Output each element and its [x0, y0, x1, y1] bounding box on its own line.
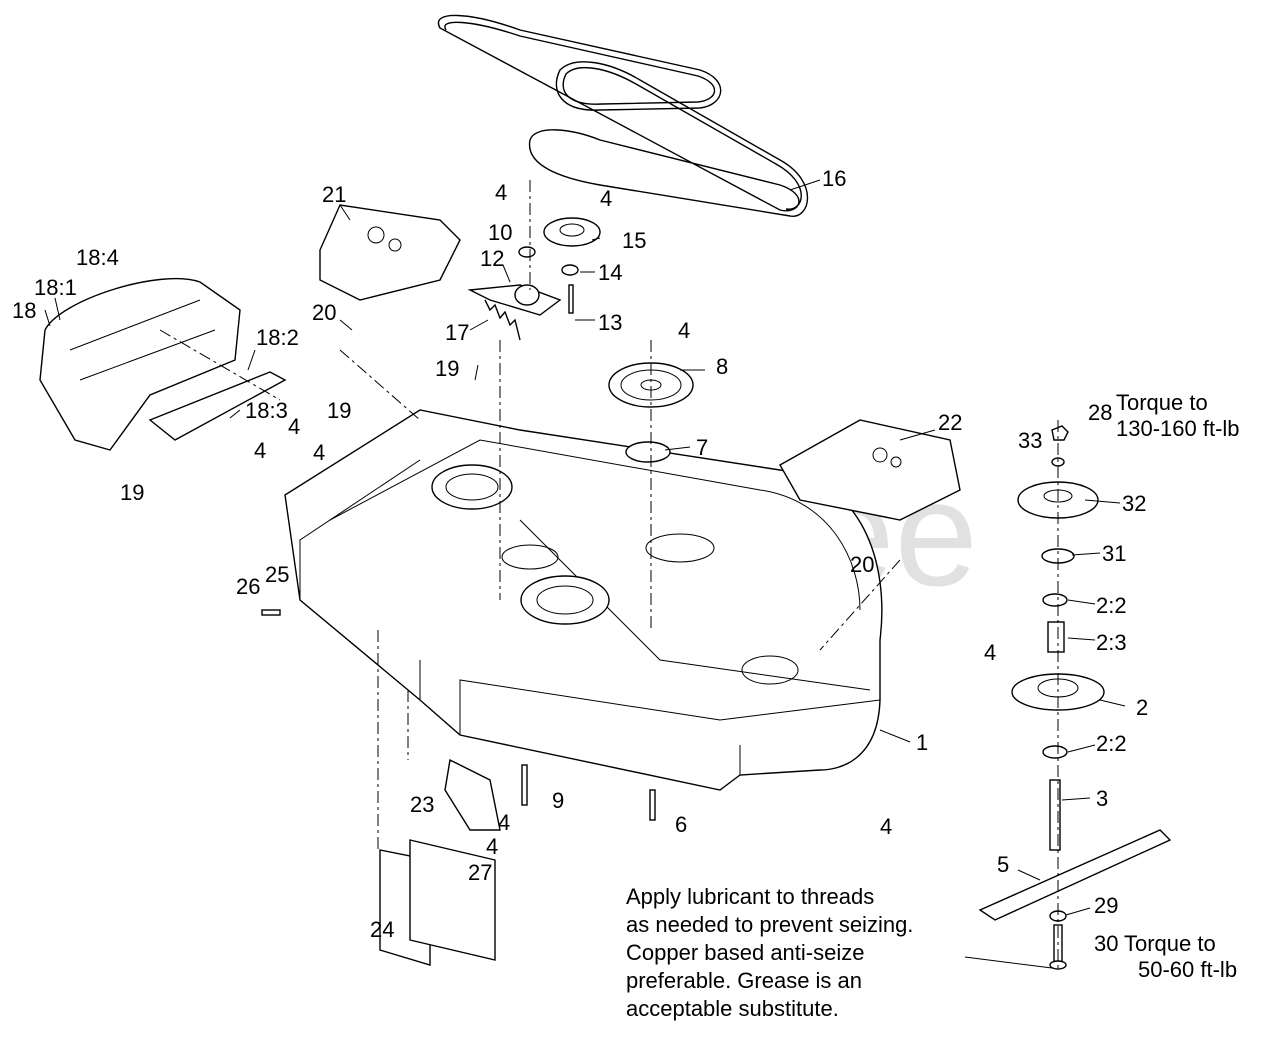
callout-19: 19 [435, 356, 459, 381]
callout-4: 4 [984, 640, 996, 665]
baffle-23 [444, 758, 501, 831]
hardware-bolts [261, 284, 656, 821]
spindle-shaft [1049, 779, 1061, 851]
callout-4: 4 [313, 440, 325, 465]
callout-4: 4 [678, 318, 690, 343]
torque-upper-line2: 130-160 ft-lb [1116, 416, 1240, 441]
lubricant-note: Apply lubricant to threads as needed to … [626, 884, 913, 1021]
assembly-lines [159, 180, 1059, 970]
note-line-2: as needed to prevent seizing. [626, 912, 913, 937]
callout-8: 8 [716, 354, 728, 379]
callout-2-3: 2:3 [1096, 630, 1127, 655]
note-line-3: Copper based anti-seize [626, 940, 864, 965]
callout-24: 24 [370, 917, 394, 942]
note-line-4: preferable. Grease is an [626, 968, 862, 993]
callout-17: 17 [445, 320, 469, 345]
washer-10 [518, 246, 536, 258]
callout-14: 14 [598, 260, 622, 285]
idler-pulley [543, 217, 601, 247]
callout-21: 21 [322, 182, 346, 207]
idler-spring [484, 299, 521, 341]
leader-lines [44, 179, 1126, 969]
cover-bracket [148, 371, 287, 441]
callout-4: 4 [498, 810, 510, 835]
callout-20: 20 [850, 552, 874, 577]
callout-19: 19 [120, 480, 144, 505]
callout-1: 1 [916, 730, 928, 755]
mower-blade [978, 829, 1172, 921]
callout-4: 4 [495, 180, 507, 205]
callout-4: 4 [288, 414, 300, 439]
callout-18-3: 18:3 [245, 398, 288, 423]
torque-lower-line2: 50-60 ft-lb [1138, 957, 1237, 982]
torque-upper-line1: Torque to [1116, 390, 1208, 415]
baffle-plates [379, 839, 496, 966]
callout-30: 30 [1094, 931, 1118, 956]
callout-31: 31 [1102, 541, 1126, 566]
callout-3: 3 [1096, 786, 1108, 811]
callout-7: 7 [696, 435, 708, 460]
torque-lower-line1: Torque to [1124, 931, 1216, 956]
callout-23: 23 [410, 792, 434, 817]
callout-29: 29 [1094, 893, 1118, 918]
callout-12: 12 [480, 246, 504, 271]
callout-27: 27 [468, 860, 492, 885]
callout-4: 4 [486, 834, 498, 859]
callout-2-2: 2:2 [1096, 731, 1127, 756]
idler-arm [467, 284, 562, 316]
callout-2-2: 2:2 [1096, 593, 1127, 618]
callout-18-2: 18:2 [256, 325, 299, 350]
pulley-plate [625, 441, 671, 463]
spindle-nut [1051, 425, 1069, 441]
note-line-5: acceptable substitute. [626, 996, 839, 1021]
callout-4: 4 [880, 814, 892, 839]
bearing-sleeve [1047, 621, 1065, 653]
lower-bearing [1042, 745, 1068, 759]
note-line-1: Apply lubricant to threads [626, 884, 874, 909]
drive-belt [437, 14, 809, 217]
callout-18-4: 18:4 [76, 245, 119, 270]
callout-22: 22 [938, 410, 962, 435]
callout-28: 28 [1088, 400, 1112, 425]
washer-14 [561, 264, 579, 276]
callout-4: 4 [254, 438, 266, 463]
callout-26: 26 [236, 574, 260, 599]
callout-20: 20 [312, 300, 336, 325]
callout-15: 15 [622, 228, 646, 253]
callout-9: 9 [552, 788, 564, 813]
callout-33: 33 [1018, 428, 1042, 453]
left-belt-cover [39, 277, 241, 451]
upper-bearing [1042, 593, 1068, 607]
deck-spindle-pulleys [431, 464, 799, 685]
callout-18-1: 18:1 [34, 275, 77, 300]
callout-16: 16 [822, 166, 846, 191]
callout-32: 32 [1122, 491, 1146, 516]
callout-5: 5 [997, 852, 1009, 877]
callout-25: 25 [265, 562, 289, 587]
callout-2: 2 [1136, 695, 1148, 720]
callout-18: 18 [12, 298, 36, 323]
callout-6: 6 [675, 812, 687, 837]
center-belt-cover [319, 204, 461, 301]
torque-notes: Torque to 130-160 ft-lb Torque to 50-60 … [1116, 390, 1240, 982]
callout-4: 4 [600, 186, 612, 211]
right-belt-cover [779, 419, 961, 521]
callout-10: 10 [488, 220, 512, 245]
callout-19: 19 [327, 398, 351, 423]
callout-13: 13 [598, 310, 622, 335]
callout-labels: 16 4 4 21 10 15 12 14 18:4 18:1 18 20 17… [12, 166, 1148, 956]
